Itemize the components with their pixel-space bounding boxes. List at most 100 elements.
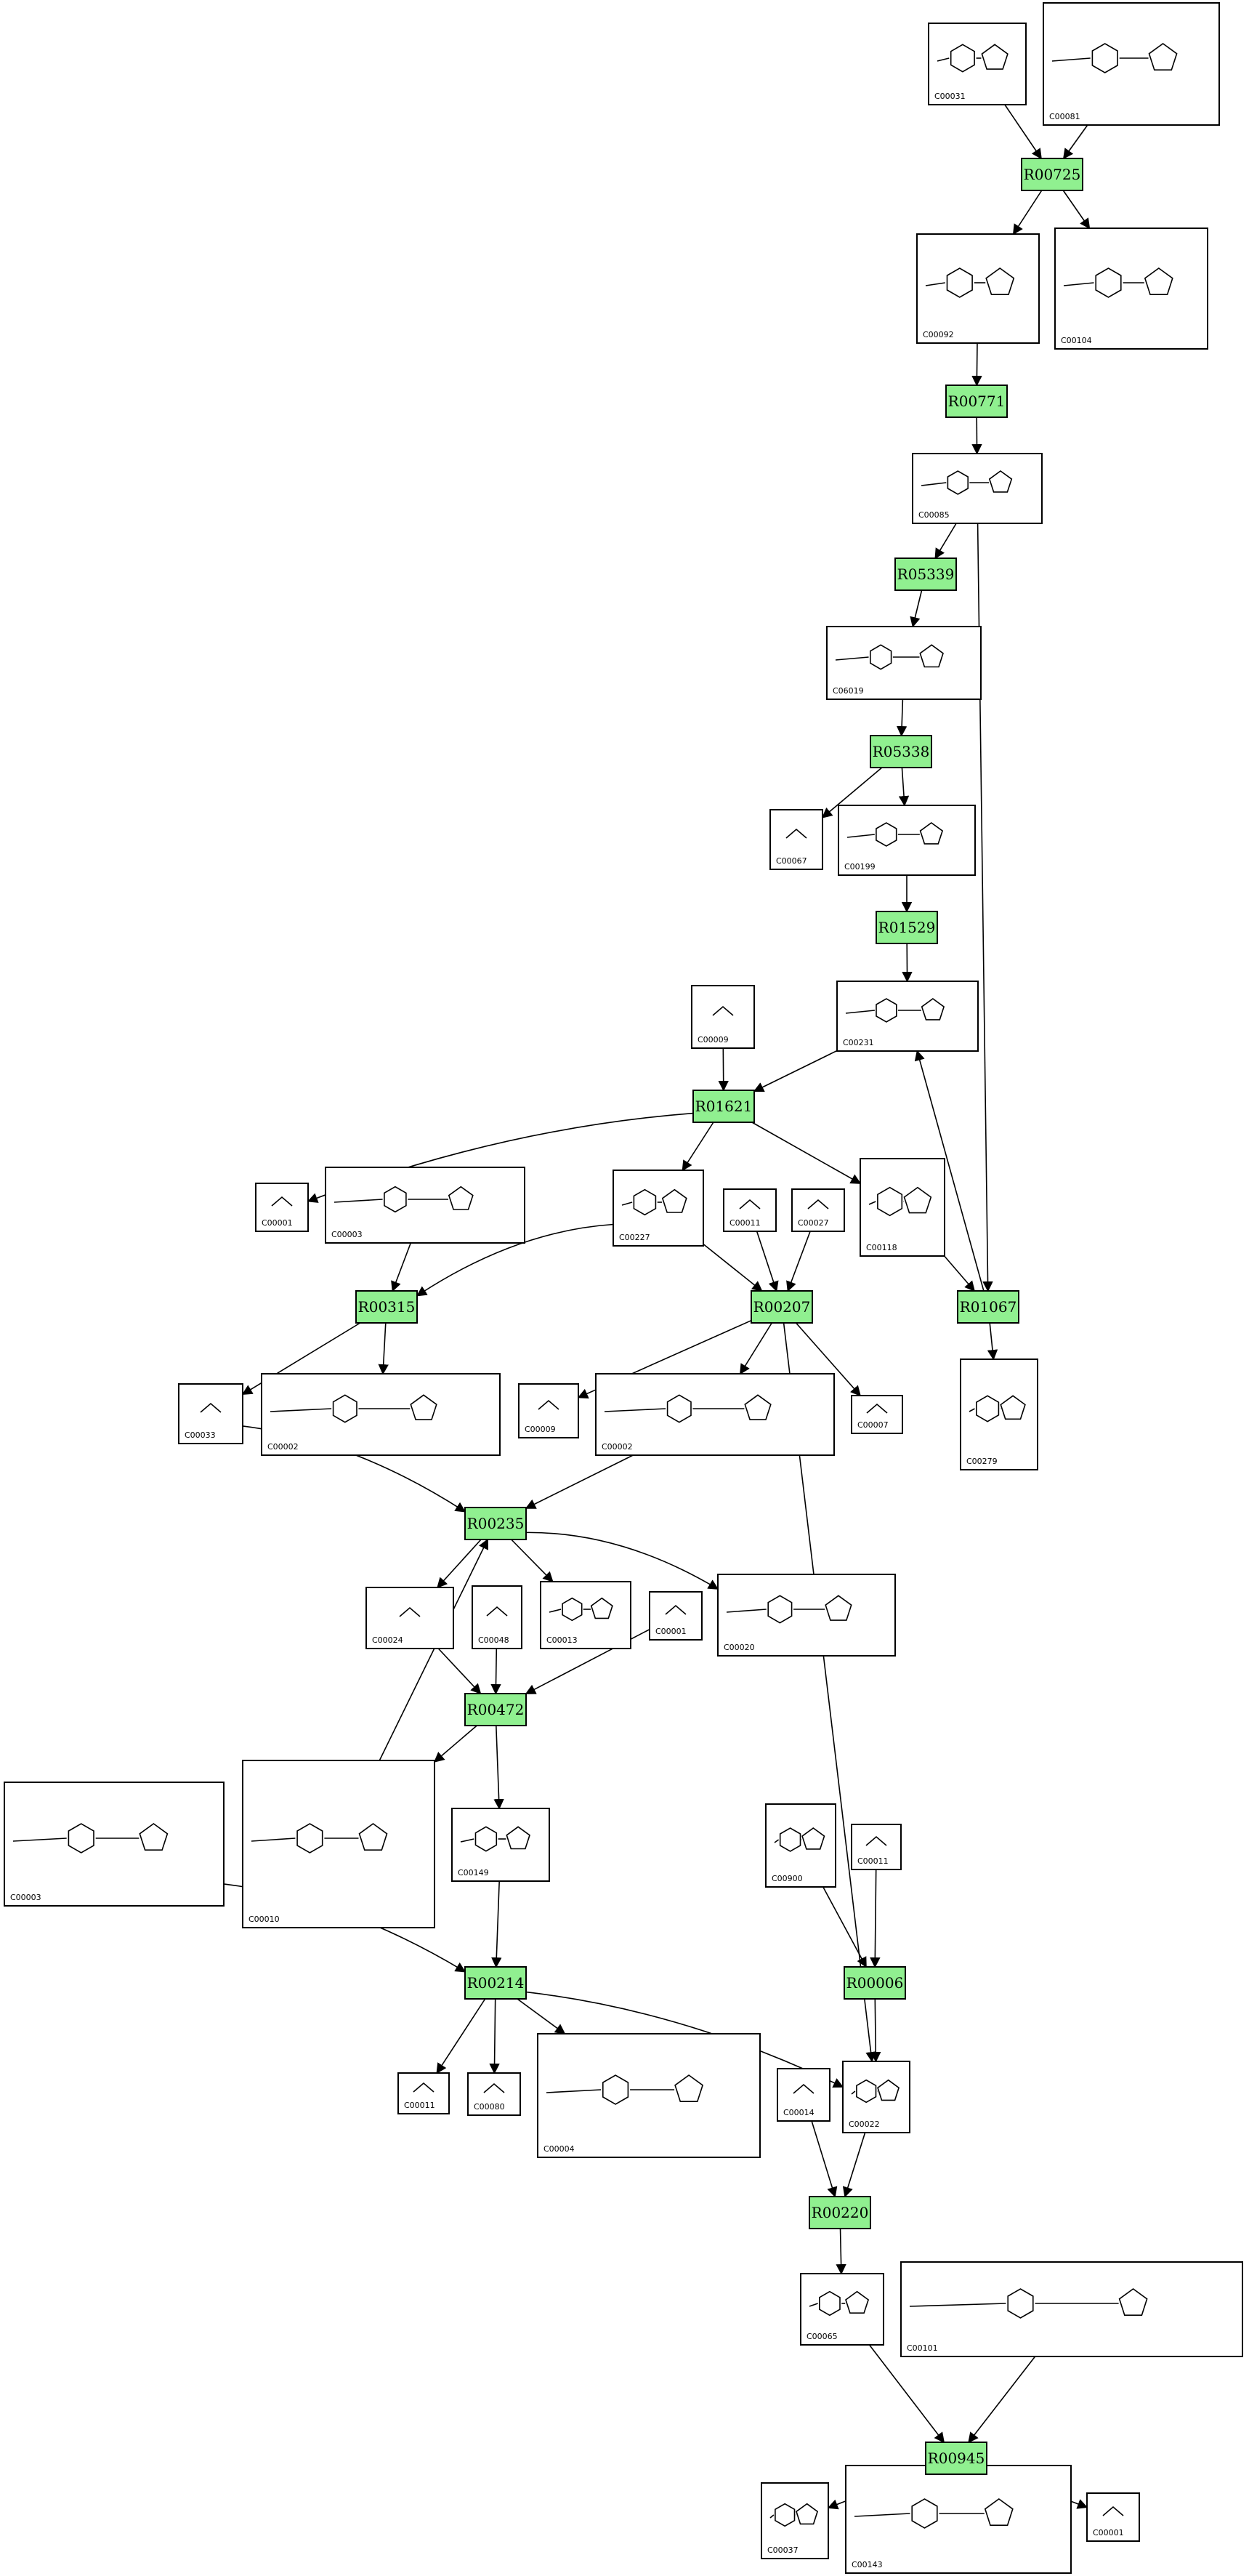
reaction-node-r00220[interactable]: R00220 (809, 2196, 871, 2229)
compound-node-c00048[interactable]: C00048 (472, 1585, 522, 1649)
compound-node-c00001a[interactable]: C00001 (255, 1183, 309, 1232)
compound-box[interactable] (595, 1373, 835, 1456)
compound-box[interactable] (255, 1183, 309, 1232)
reaction-box[interactable] (894, 558, 957, 591)
compound-node-c00143[interactable]: C00143 (845, 2465, 1072, 2574)
compound-box[interactable] (826, 626, 982, 700)
compound-box[interactable] (261, 1373, 501, 1456)
compound-box[interactable] (916, 233, 1040, 344)
compound-node-c00080[interactable]: C00080 (467, 2072, 521, 2116)
reaction-box[interactable] (925, 2442, 987, 2475)
compound-node-c00081[interactable]: C00081 (1043, 2, 1220, 126)
reaction-box[interactable] (945, 385, 1008, 418)
compound-box[interactable] (928, 23, 1027, 105)
compound-box[interactable] (769, 809, 823, 870)
reaction-box[interactable] (464, 1693, 527, 1726)
compound-node-c00065[interactable]: C00065 (800, 2273, 884, 2346)
compound-node-c00007[interactable]: C00007 (851, 1395, 903, 1434)
compound-node-c00024[interactable]: C00024 (365, 1587, 454, 1649)
compound-box[interactable] (691, 985, 755, 1049)
compound-node-c00020[interactable]: C00020 (717, 1574, 896, 1657)
compound-node-c00011b[interactable]: C00011 (851, 1824, 902, 1870)
reaction-node-r00472[interactable]: R00472 (464, 1693, 527, 1726)
compound-box[interactable] (242, 1760, 435, 1928)
compound-box[interactable] (912, 453, 1043, 524)
reaction-node-r01621[interactable]: R01621 (692, 1090, 755, 1123)
reaction-node-r00207[interactable]: R00207 (751, 1290, 813, 1324)
compound-node-c00231[interactable]: C00231 (836, 981, 979, 1052)
compound-box[interactable] (613, 1170, 704, 1247)
compound-box[interactable] (800, 2273, 884, 2346)
compound-box[interactable] (851, 1395, 903, 1434)
compound-node-c00009a[interactable]: C00009 (691, 985, 755, 1049)
compound-box[interactable] (791, 1188, 845, 1232)
compound-node-c00014[interactable]: C00014 (777, 2068, 830, 2122)
compound-box[interactable] (1043, 2, 1220, 126)
compound-node-c00104[interactable]: C00104 (1054, 228, 1208, 350)
reaction-node-r00725[interactable]: R00725 (1021, 158, 1083, 191)
compound-box[interactable] (518, 1383, 579, 1438)
compound-box[interactable] (723, 1188, 777, 1232)
compound-node-c00003b[interactable]: C00003 (4, 1782, 225, 1907)
compound-node-c00031[interactable]: C00031 (928, 23, 1027, 105)
reaction-box[interactable] (1021, 158, 1083, 191)
compound-node-c00900[interactable]: C00900 (765, 1803, 836, 1888)
compound-node-c00010[interactable]: C00010 (242, 1760, 435, 1928)
compound-box[interactable] (472, 1585, 522, 1649)
reaction-box[interactable] (692, 1090, 755, 1123)
compound-box[interactable] (836, 981, 979, 1052)
compound-node-c00067[interactable]: C00067 (769, 809, 823, 870)
compound-box[interactable] (365, 1587, 454, 1649)
compound-box[interactable] (777, 2068, 830, 2122)
reaction-box[interactable] (870, 735, 932, 768)
reaction-node-r00006[interactable]: R00006 (844, 1966, 906, 2000)
reaction-node-r00214[interactable]: R00214 (464, 1966, 527, 2000)
reaction-node-r01067[interactable]: R01067 (957, 1290, 1019, 1324)
compound-node-c00092[interactable]: C00092 (916, 233, 1040, 344)
compound-box[interactable] (1086, 2492, 1140, 2542)
compound-node-c00004[interactable]: C00004 (537, 2033, 761, 2158)
compound-node-c00011a[interactable]: C00011 (723, 1188, 777, 1232)
compound-box[interactable] (717, 1574, 896, 1657)
reaction-node-r01529[interactable]: R01529 (876, 911, 938, 944)
compound-node-c00149[interactable]: C00149 (451, 1808, 550, 1882)
compound-box[interactable] (845, 2465, 1072, 2574)
reaction-node-r00771[interactable]: R00771 (945, 385, 1008, 418)
compound-box[interactable] (1054, 228, 1208, 350)
compound-node-c00013[interactable]: C00013 (540, 1581, 631, 1649)
compound-box[interactable] (838, 805, 976, 876)
compound-node-c00002b[interactable]: C00002 (595, 1373, 835, 1456)
reaction-box[interactable] (355, 1290, 418, 1324)
compound-node-c00279[interactable]: C00279 (960, 1359, 1038, 1470)
reaction-box[interactable] (809, 2196, 871, 2229)
compound-box[interactable] (4, 1782, 225, 1907)
reaction-box[interactable] (957, 1290, 1019, 1324)
reaction-box[interactable] (464, 1966, 527, 2000)
compound-node-c00001b[interactable]: C00001 (649, 1591, 703, 1641)
compound-box[interactable] (537, 2033, 761, 2158)
compound-node-c00011c[interactable]: C00011 (397, 2072, 450, 2114)
compound-node-c00022[interactable]: C00022 (842, 2061, 910, 2133)
reaction-node-r00235[interactable]: R00235 (464, 1507, 527, 1540)
compound-node-c00037[interactable]: C00037 (761, 2482, 829, 2559)
reaction-box[interactable] (844, 1966, 906, 2000)
compound-node-c00027[interactable]: C00027 (791, 1188, 845, 1232)
compound-node-c00085[interactable]: C00085 (912, 453, 1043, 524)
compound-node-c00199[interactable]: C00199 (838, 805, 976, 876)
compound-box[interactable] (540, 1581, 631, 1649)
compound-box[interactable] (397, 2072, 450, 2114)
compound-box[interactable] (467, 2072, 521, 2116)
reaction-box[interactable] (464, 1507, 527, 1540)
compound-node-c00002a[interactable]: C00002 (261, 1373, 501, 1456)
compound-box[interactable] (649, 1591, 703, 1641)
compound-box[interactable] (325, 1167, 525, 1244)
reaction-node-r00945[interactable]: R00945 (925, 2442, 987, 2475)
compound-node-c00118[interactable]: C00118 (860, 1158, 945, 1257)
compound-box[interactable] (451, 1808, 550, 1882)
reaction-box[interactable] (876, 911, 938, 944)
compound-node-c00003a[interactable]: C00003 (325, 1167, 525, 1244)
compound-node-c00033[interactable]: C00033 (178, 1383, 243, 1444)
reaction-node-r05339[interactable]: R05339 (894, 558, 957, 591)
compound-node-c00101[interactable]: C00101 (900, 2261, 1243, 2357)
compound-node-c00009b[interactable]: C00009 (518, 1383, 579, 1438)
